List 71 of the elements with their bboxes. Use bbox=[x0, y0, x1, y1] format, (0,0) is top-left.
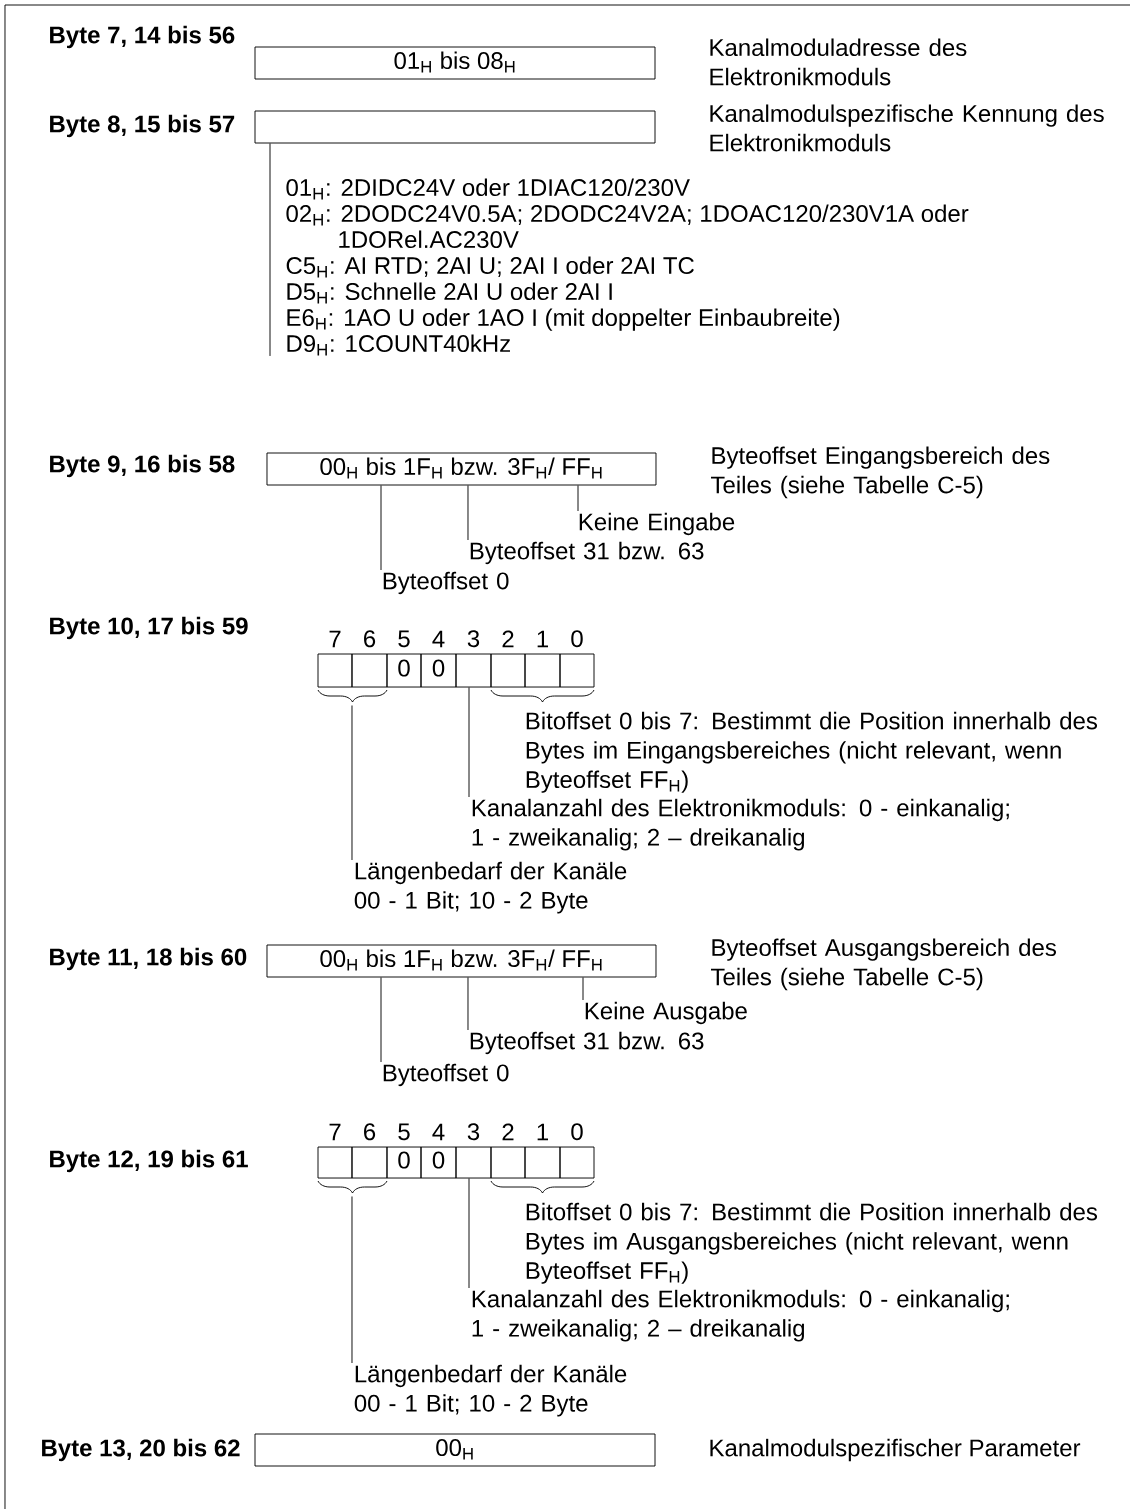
leader-line bbox=[380, 977, 382, 1063]
bit-cell: 0 bbox=[420, 653, 457, 688]
byte-label: Byte 10, 17 bis 59 bbox=[50, 616, 248, 640]
leader-line bbox=[351, 1196, 353, 1364]
bit-cell: 0 bbox=[420, 1146, 457, 1179]
code-list: 01$_{H}$: 2DIDC24V oder 1DIAC120/230V 02$_{H}$: 2DODC24V0.5A; 2DODC24V2A; 1DOAC120/230V1A oder 1DORel.AC230V C5$_{H}$: AI RTD; 2AI U; 2AI I oder 2AI TC D5$_{H}$: Schnelle 2AI U oder 2AI I E6$_{H}$: 1AO U oder 1AO I (mit doppelter Einbaubreite) D9$_{H}$: 1COUNT40kHz bbox=[286, 178, 969, 356]
bit-number: 2 bbox=[502, 630, 514, 648]
bit-cell: 0 bbox=[386, 653, 422, 688]
field-box bbox=[254, 110, 656, 144]
bit-cell bbox=[490, 653, 526, 688]
bit-cell bbox=[559, 653, 595, 688]
byte-label: Byte 12, 19 bis 61 bbox=[50, 1149, 248, 1173]
description-text: Byteoffset 31 bzw. 63 bbox=[470, 541, 704, 565]
description-text: Bitoffset 0 bis 7: Bestimmt die Position innerhalb des Bytes im Eingangsbereiches (nicht relevant, wenn Byteoffset FF$_{H}$) bbox=[526, 711, 1098, 793]
bit-number: 4 bbox=[432, 1123, 445, 1141]
field-box: 00$_{H}$ bbox=[254, 1433, 656, 1467]
leader-line bbox=[468, 687, 470, 798]
description-text: Kanalanzahl des Elektronikmoduls: 0 - einkanalig; 1 - zweikanalig; 2 – dreikanalig bbox=[472, 798, 1009, 851]
byte-label: Byte 9, 16 bis 58 bbox=[50, 454, 235, 478]
field-box: 01$_{H}$ bis 08$_{H}$ bbox=[254, 46, 656, 80]
field-box: 00$_{H}$ bis 1F$_{H}$ bzw. 3F$_{H}$/ FF$_{H}$ bbox=[266, 452, 657, 486]
bit-cell bbox=[351, 653, 388, 688]
bit-cell bbox=[524, 653, 561, 688]
bit-number: 6 bbox=[364, 630, 376, 648]
description-text: Längenbedarf der Kanäle 00 - 1 Bit; 10 - 2 Byte bbox=[354, 1364, 627, 1417]
bit-cell bbox=[351, 1146, 388, 1179]
bit-cell bbox=[524, 1146, 561, 1179]
leader-line bbox=[467, 977, 469, 1031]
description-text: Kanalmoduladresse des Elektronikmoduls bbox=[710, 38, 967, 86]
byte-label: Byte 8, 15 bis 57 bbox=[50, 114, 235, 138]
description-text: Keine Ausgabe bbox=[585, 1001, 747, 1025]
description-text: Längenbedarf der Kanäle 00 - 1 Bit; 10 - 2 Byte bbox=[354, 861, 627, 914]
bit-number: 1 bbox=[537, 1123, 548, 1141]
description-text: Byteoffset 0 bbox=[383, 1063, 509, 1087]
bit-number: 2 bbox=[502, 1123, 514, 1141]
bit-number: 1 bbox=[537, 630, 548, 648]
description-text: Bitoffset 0 bis 7: Bestimmt die Position innerhalb des Bytes im Ausgangsbereiches (nicht relevant, wenn Byteoffset FF$_{H}$) bbox=[526, 1202, 1098, 1284]
leader-line bbox=[582, 977, 584, 1001]
leader-line bbox=[467, 485, 469, 541]
bit-number: 3 bbox=[467, 630, 480, 648]
bit-cell bbox=[455, 653, 492, 688]
bit-number: 3 bbox=[467, 1123, 480, 1141]
bit-number: 0 bbox=[571, 630, 583, 648]
bit-number: 4 bbox=[432, 630, 445, 648]
description-text: Kanalanzahl des Elektronikmoduls: 0 - einkanalig; 1 - zweikanalig; 2 – dreikanalig bbox=[472, 1289, 1009, 1342]
description-text: Byteoffset 0 bbox=[383, 571, 509, 595]
leader-line bbox=[468, 1178, 470, 1289]
bit-cell bbox=[317, 653, 353, 688]
bit-cell bbox=[455, 1146, 492, 1179]
leader-line bbox=[351, 705, 353, 861]
byte-label: Byte 7, 14 bis 56 bbox=[50, 25, 235, 49]
description-text: Byteoffset Ausgangsbereich des Teiles (siehe Tabelle C-5) bbox=[711, 938, 1056, 991]
bit-cell: 0 bbox=[386, 1146, 422, 1179]
description-text: Kanalmodulspezifischer Parameter bbox=[710, 1438, 1081, 1462]
leader-line bbox=[577, 485, 579, 512]
bit-number: 6 bbox=[364, 1123, 376, 1141]
field-box: 00$_{H}$ bis 1F$_{H}$ bzw. 3F$_{H}$/ FF$_{H}$ bbox=[266, 944, 657, 978]
leader-line bbox=[380, 485, 382, 571]
description-text: Byteoffset Eingangsbereich des Teiles (siehe Tabelle C-5) bbox=[711, 446, 1050, 499]
bit-cell bbox=[490, 1146, 526, 1179]
bit-cell bbox=[317, 1146, 353, 1179]
bit-cell bbox=[559, 1146, 595, 1179]
bit-number: 7 bbox=[329, 630, 341, 648]
bit-number: 7 bbox=[329, 1123, 341, 1141]
description-text: Byteoffset 31 bzw. 63 bbox=[470, 1031, 704, 1055]
description-text: Kanalmodulspezifische Kennung des Elektronikmoduls bbox=[710, 104, 1104, 152]
description-text: Keine Eingabe bbox=[579, 512, 735, 536]
bit-number: 5 bbox=[398, 1123, 410, 1141]
bit-number: 0 bbox=[571, 1123, 583, 1141]
leader-line bbox=[269, 143, 271, 357]
bit-number: 5 bbox=[398, 630, 410, 648]
